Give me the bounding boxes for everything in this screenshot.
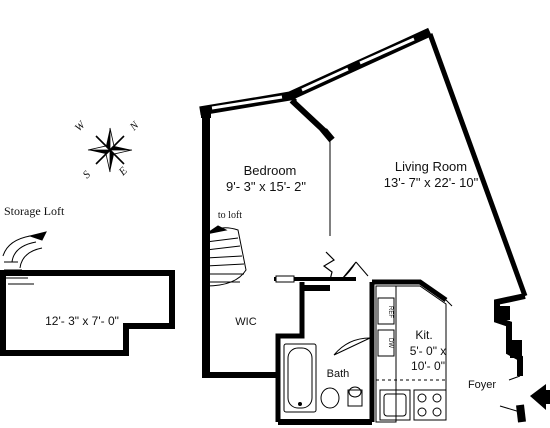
compass-rose <box>87 127 133 173</box>
storage-loft-dimensions: 12'- 3" x 7'- 0" <box>45 314 119 328</box>
dw-label: DW <box>387 338 393 348</box>
ref-label: REF <box>387 306 393 318</box>
kitchen-dimensions-line1: 5'- 0" x <box>410 344 447 358</box>
loft-stair <box>2 231 47 285</box>
living-room-dimensions: 13'- 7" x 22'- 10" <box>384 175 479 190</box>
bedroom-stair <box>205 225 247 287</box>
bedroom-door <box>341 261 357 280</box>
entry-arrow-icon <box>530 384 550 410</box>
column-shading-1 <box>500 306 510 320</box>
bedroom-dimensions: 9'- 3" x 15'- 2" <box>226 179 306 194</box>
bedroom-name: Bedroom <box>244 163 297 178</box>
bath-label: Bath <box>327 368 350 380</box>
interior-walls <box>275 279 448 425</box>
kitchen-dimensions-line2: 10'- 0" <box>411 359 445 373</box>
foyer-label: Foyer <box>468 379 496 391</box>
to-loft-label: to loft <box>218 210 242 221</box>
foyer-closet <box>499 375 521 413</box>
compass-east-label: E <box>116 165 130 179</box>
storage-loft-title: Storage Loft <box>4 204 65 218</box>
compass-south-label: S <box>81 168 94 181</box>
living-room-name: Living Room <box>395 159 467 174</box>
compass-north-label: N <box>127 119 142 134</box>
kitchen-fixtures <box>375 285 453 423</box>
compass-west-label: W <box>73 119 89 135</box>
column-shading-2 <box>510 340 522 358</box>
wic-label: WIC <box>235 316 256 328</box>
bath-fixtures <box>283 343 363 413</box>
storage-loft-wall <box>0 270 175 356</box>
kitchen-name: Kit. <box>415 328 432 342</box>
apartment-walls <box>199 27 528 423</box>
bath-door <box>333 337 371 356</box>
